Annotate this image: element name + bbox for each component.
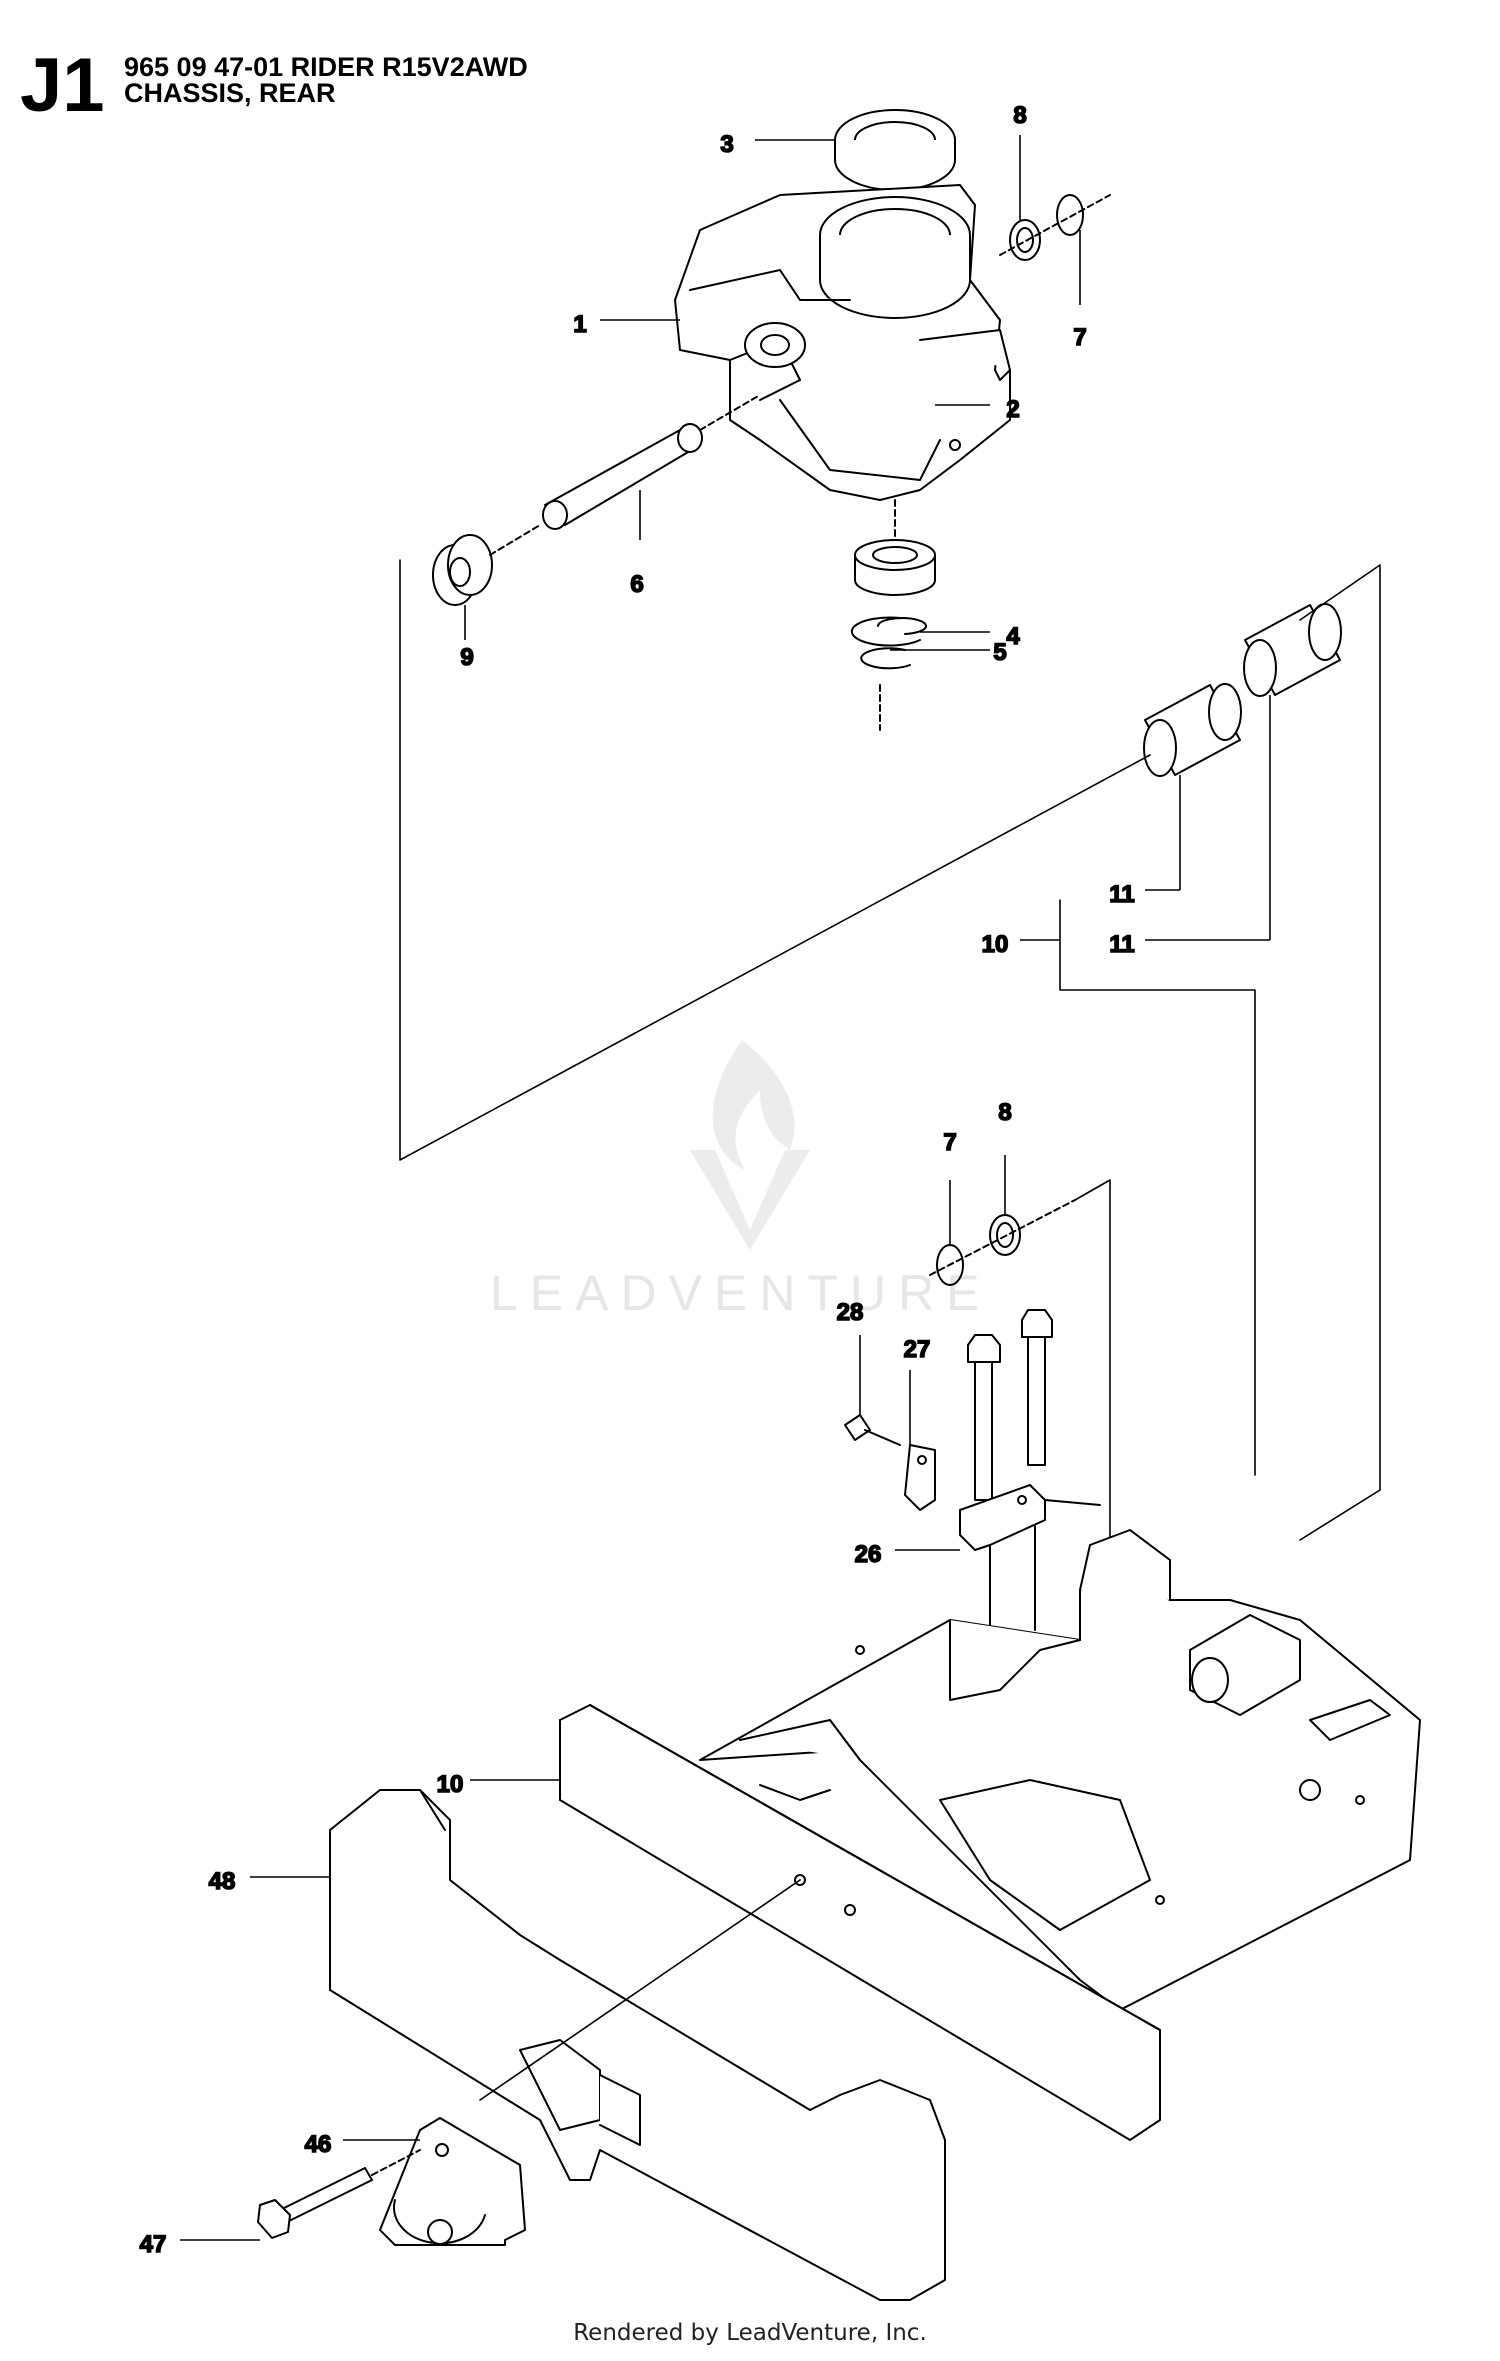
part-11-sleeve-right: [1243, 603, 1342, 697]
part-26-bracket: [959, 1484, 1101, 1641]
part-2-bearing: [854, 539, 936, 596]
chassis-frame: [699, 1529, 1421, 2011]
watermark: LEADVENTURE: [490, 1040, 992, 1321]
callout-4: 4: [1006, 623, 1020, 650]
callout-6: 6: [630, 571, 643, 598]
bolt-pair: [967, 1309, 1053, 1501]
part-7-circlip: [1056, 194, 1084, 236]
flame-v-logo-icon: [690, 1040, 810, 1250]
part-48-bumper-guard: [329, 1789, 946, 2301]
callout-48: 48: [209, 1868, 236, 1895]
callout-7-top: 7: [1073, 324, 1086, 351]
callout-11-upper: 11: [1109, 881, 1134, 908]
part-27-clip: [904, 1444, 936, 1511]
callout-46: 46: [305, 2131, 332, 2158]
callout-10-lower: 10: [437, 1771, 464, 1798]
callout-26: 26: [855, 1541, 882, 1568]
model-title: 965 09 47-01 RIDER R15V2AWD: [124, 52, 528, 82]
callout-8-lower: 8: [998, 1099, 1011, 1126]
callout-5: 5: [993, 639, 1006, 666]
callouts: 3 8 7 1 2 6 9 4 5 11 11 10 7 8 28 27 26 …: [139, 101, 1271, 2259]
callout-7-lower: 7: [943, 1129, 956, 1156]
part-28-screw: [844, 1414, 901, 1446]
callout-11-lower: 11: [1109, 931, 1134, 958]
part-4-snap-ring: [850, 616, 927, 647]
callout-10-upper: 10: [982, 931, 1009, 958]
footer-credit: Rendered by LeadVenture, Inc.: [573, 2320, 927, 2346]
part-10-bumper: [559, 1704, 1161, 2141]
callout-47: 47: [140, 2231, 167, 2258]
callout-8-top: 8: [1013, 102, 1026, 129]
section-title: CHASSIS, REAR: [124, 78, 336, 108]
parts-drawing: [257, 109, 1421, 2301]
part-8-washer: [1009, 219, 1041, 261]
part-11-sleeve-left: [1143, 683, 1242, 777]
part-47-bolt: [257, 2149, 421, 2239]
part-5-circlip: [860, 647, 911, 670]
callout-27: 27: [904, 1336, 931, 1363]
part-3-bearing: [834, 109, 956, 191]
part-6-pin: [542, 394, 761, 530]
callout-2: 2: [1006, 396, 1019, 423]
part-46-hitch-plate: [379, 2117, 526, 2246]
part-8-washer-lower: [989, 1214, 1021, 1256]
part-1-rear-housing: [674, 184, 1011, 501]
watermark-text: LEADVENTURE: [490, 1265, 992, 1321]
callout-3: 3: [720, 131, 733, 158]
callout-1: 1: [573, 311, 586, 338]
callout-28: 28: [837, 1299, 864, 1326]
page-code: J1: [20, 43, 105, 128]
part-9-bushing: [432, 524, 541, 606]
callout-9: 9: [460, 644, 473, 671]
